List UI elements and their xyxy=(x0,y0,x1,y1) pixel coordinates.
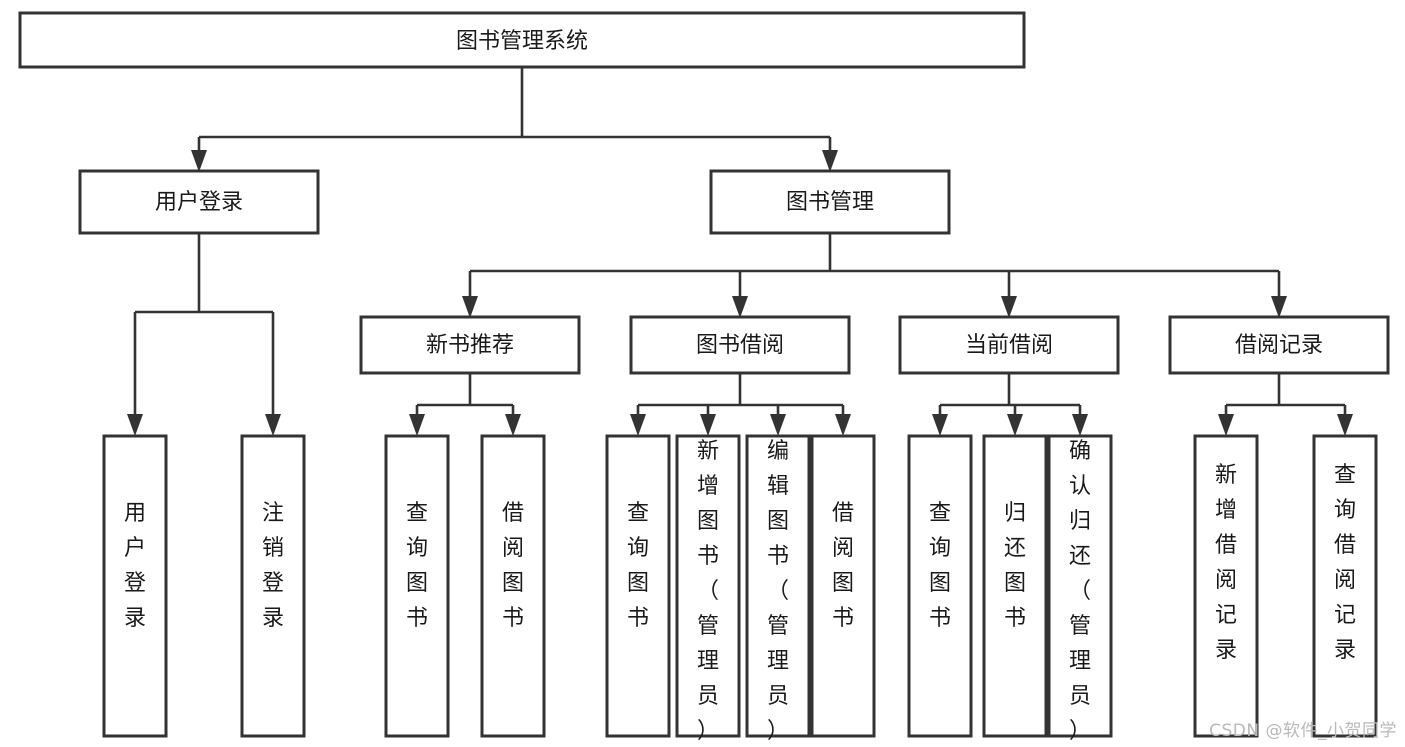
node-bb-borrow-book[interactable]: 借阅图书 xyxy=(810,434,876,738)
arrowhead-current-borrow xyxy=(1001,296,1017,318)
arrowhead-nbr-borrow-book xyxy=(505,414,521,436)
connector-group-root xyxy=(191,67,838,172)
arrowhead-br-query-record xyxy=(1337,414,1353,436)
node-user-logout[interactable]: 注销登录 xyxy=(240,434,306,738)
arrowhead-book-management xyxy=(822,150,838,172)
arrowhead-user-login-do xyxy=(127,414,143,436)
arrowhead-bb-edit-book xyxy=(770,414,786,436)
arrowhead-bb-query-book xyxy=(630,414,646,436)
node-br-query-record-box[interactable] xyxy=(1312,434,1378,738)
node-br-add-record[interactable]: 新增借阅记录 xyxy=(1193,434,1259,738)
node-cb-return-book[interactable]: 归还图书 xyxy=(982,434,1048,738)
node-bb-borrow-book-label: 借阅图书 xyxy=(832,501,854,631)
node-cb-query-book[interactable]: 查询图书 xyxy=(907,434,973,738)
node-root[interactable]: 图书管理系统 xyxy=(18,11,1026,69)
node-bb-query-book[interactable]: 查询图书 xyxy=(605,434,671,738)
node-bb-edit-book-label: 编辑图书（管理员） xyxy=(767,439,789,744)
arrowhead-bb-add-book xyxy=(700,414,716,436)
node-nbr-query-book[interactable]: 查询图书 xyxy=(384,434,450,738)
connector-group-current-borrow xyxy=(932,373,1088,436)
node-br-query-record-label: 查询借阅记录 xyxy=(1334,463,1356,663)
node-bb-edit-book[interactable]: 编辑图书（管理员） xyxy=(745,434,811,744)
node-new-book-recommend-label: 新书推荐 xyxy=(426,333,514,358)
node-user-login-do-box[interactable] xyxy=(102,434,168,738)
node-bb-add-book-label: 新增图书（管理员） xyxy=(697,439,719,744)
node-nbr-borrow-book[interactable]: 借阅图书 xyxy=(480,434,546,738)
node-book-borrow-box[interactable] xyxy=(629,315,851,375)
node-user-login-do[interactable]: 用户登录 xyxy=(102,434,168,738)
node-br-add-record-box[interactable] xyxy=(1193,434,1259,738)
connector-group-book-management xyxy=(462,233,1287,318)
node-cb-return-book-box[interactable] xyxy=(982,434,1048,738)
node-cb-query-book-label: 查询图书 xyxy=(929,501,951,631)
arrowhead-user-login xyxy=(191,150,207,172)
node-current-borrow[interactable]: 当前借阅 xyxy=(898,315,1120,375)
node-borrow-records-label: 借阅记录 xyxy=(1235,333,1323,358)
node-new-book-recommend-box[interactable] xyxy=(359,315,581,375)
node-book-management[interactable]: 图书管理 xyxy=(709,169,951,235)
node-user-login-box[interactable] xyxy=(78,169,320,235)
node-root-box[interactable] xyxy=(18,11,1026,69)
arrowhead-bb-borrow-book xyxy=(835,414,851,436)
node-nbr-query-book-box[interactable] xyxy=(384,434,450,738)
node-user-login-do-label: 用户登录 xyxy=(124,501,146,631)
node-nbr-borrow-book-box[interactable] xyxy=(480,434,546,738)
arrowhead-nbr-query-book xyxy=(409,414,425,436)
arrowhead-br-add-record xyxy=(1218,414,1234,436)
node-br-query-record[interactable]: 查询借阅记录 xyxy=(1312,434,1378,738)
connector-group-book-borrow xyxy=(630,373,851,436)
node-user-logout-box[interactable] xyxy=(240,434,306,738)
node-bb-borrow-book-box[interactable] xyxy=(810,434,876,738)
node-nbr-query-book-label: 查询图书 xyxy=(406,501,428,631)
node-book-borrow[interactable]: 图书借阅 xyxy=(629,315,851,375)
arrowhead-cb-confirm xyxy=(1072,414,1088,436)
node-cb-confirm-label: 确认归还（管理员） xyxy=(1069,439,1091,744)
node-cb-confirm-box[interactable] xyxy=(1047,434,1113,738)
node-nbr-borrow-book-label: 借阅图书 xyxy=(502,501,524,631)
node-new-book-recommend[interactable]: 新书推荐 xyxy=(359,315,581,375)
node-current-borrow-box[interactable] xyxy=(898,315,1120,375)
node-root-label: 图书管理系统 xyxy=(456,29,588,54)
node-bb-edit-book-box[interactable] xyxy=(745,434,811,738)
node-bb-query-book-label: 查询图书 xyxy=(627,501,649,631)
node-borrow-records[interactable]: 借阅记录 xyxy=(1168,315,1390,375)
node-user-login[interactable]: 用户登录 xyxy=(78,169,320,235)
node-cb-confirm[interactable]: 确认归还（管理员） xyxy=(1047,434,1113,744)
connector-group-borrow-records xyxy=(1218,373,1353,436)
arrowhead-new-book-recommend xyxy=(462,296,478,318)
connector-group-user-login xyxy=(127,233,281,436)
node-user-login-label: 用户登录 xyxy=(155,190,243,215)
node-cb-query-book-box[interactable] xyxy=(907,434,973,738)
node-br-add-record-label: 新增借阅记录 xyxy=(1215,463,1237,663)
node-user-logout-label: 注销登录 xyxy=(262,501,284,631)
arrowhead-cb-query-book xyxy=(932,414,948,436)
arrowhead-book-borrow xyxy=(732,296,748,318)
node-bb-add-book-box[interactable] xyxy=(675,434,741,738)
arrowhead-user-logout xyxy=(265,414,281,436)
node-book-management-label: 图书管理 xyxy=(786,190,874,215)
node-bb-query-book-box[interactable] xyxy=(605,434,671,738)
node-book-borrow-label: 图书借阅 xyxy=(696,333,784,358)
node-cb-return-book-label: 归还图书 xyxy=(1004,501,1026,631)
arrowhead-borrow-records xyxy=(1271,296,1287,318)
arrowhead-cb-return-book xyxy=(1007,414,1023,436)
node-bb-add-book[interactable]: 新增图书（管理员） xyxy=(675,434,741,744)
node-book-management-box[interactable] xyxy=(709,169,951,235)
node-borrow-records-box[interactable] xyxy=(1168,315,1390,375)
connector-group-new-book-recommend xyxy=(409,373,521,436)
node-current-borrow-label: 当前借阅 xyxy=(965,333,1053,358)
